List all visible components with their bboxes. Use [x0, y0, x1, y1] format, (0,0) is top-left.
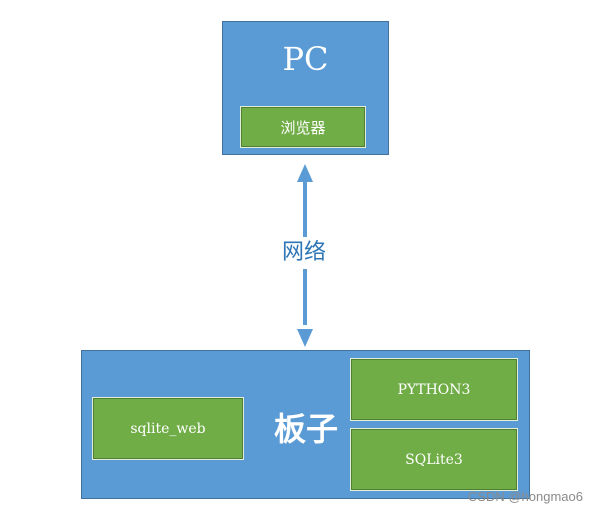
sqlite-web-label: sqlite_web [130, 420, 206, 437]
pc-title: PC [282, 40, 329, 78]
network-label: 网络 [276, 237, 332, 269]
python3-box: PYTHON3 [350, 358, 518, 421]
sqlite3-box: SQLite3 [350, 428, 518, 491]
board-title: 板子 [273, 410, 338, 448]
arrow-head-up [297, 164, 313, 182]
watermark: CSDN @hongmao6 [467, 489, 583, 504]
browser-box: 浏览器 [240, 106, 366, 148]
sqlite-web-box: sqlite_web [92, 397, 244, 460]
browser-label: 浏览器 [280, 118, 326, 137]
arrow-head-down [297, 329, 313, 347]
sqlite3-label: SQLite3 [405, 451, 463, 468]
python3-label: PYTHON3 [397, 381, 471, 398]
